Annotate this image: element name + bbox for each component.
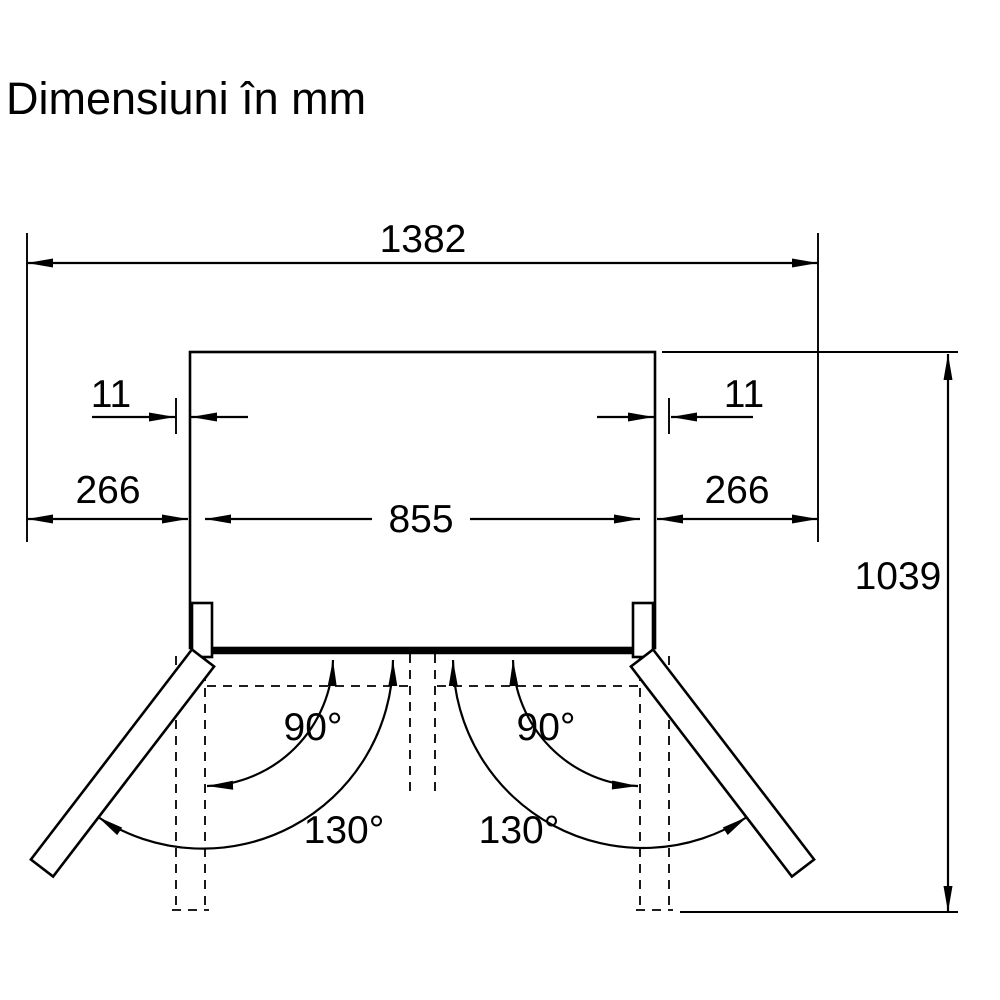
left-130-angle-label: 130° (304, 809, 385, 852)
appliance-body (188, 350, 657, 650)
swing-arcs (97, 659, 748, 850)
total-depth-label: 1039 (855, 555, 942, 598)
appliance (188, 350, 657, 659)
dimension-lines (27, 258, 953, 912)
page-title: Dimensiuni în mm (6, 73, 366, 124)
left-hinge (190, 601, 214, 659)
left-clearance-label: 266 (75, 469, 140, 512)
right-130-angle-label: 130° (479, 809, 560, 852)
left-90-angle-label: 90° (284, 706, 343, 749)
right-gap-label: 11 (724, 373, 765, 416)
right-hinge (631, 601, 655, 659)
door-swing-projections (172, 654, 673, 911)
left-gap-label: 11 (91, 373, 132, 416)
open-doors (29, 647, 816, 879)
total-width-label: 1382 (380, 218, 467, 261)
right-90-arc (509, 659, 639, 790)
body-width-label: 855 (388, 498, 453, 541)
dimension-labels: 1382 11 11 266 266 855 1039 90° 90° 130°… (75, 218, 941, 852)
right-door-open (629, 647, 816, 879)
extension-lines (26, 233, 958, 913)
left-130-arc (97, 659, 398, 850)
left-door-open (29, 647, 216, 879)
right-90-angle-label: 90° (517, 706, 576, 749)
right-130-arc (448, 659, 748, 850)
right-clearance-label: 266 (704, 469, 769, 512)
